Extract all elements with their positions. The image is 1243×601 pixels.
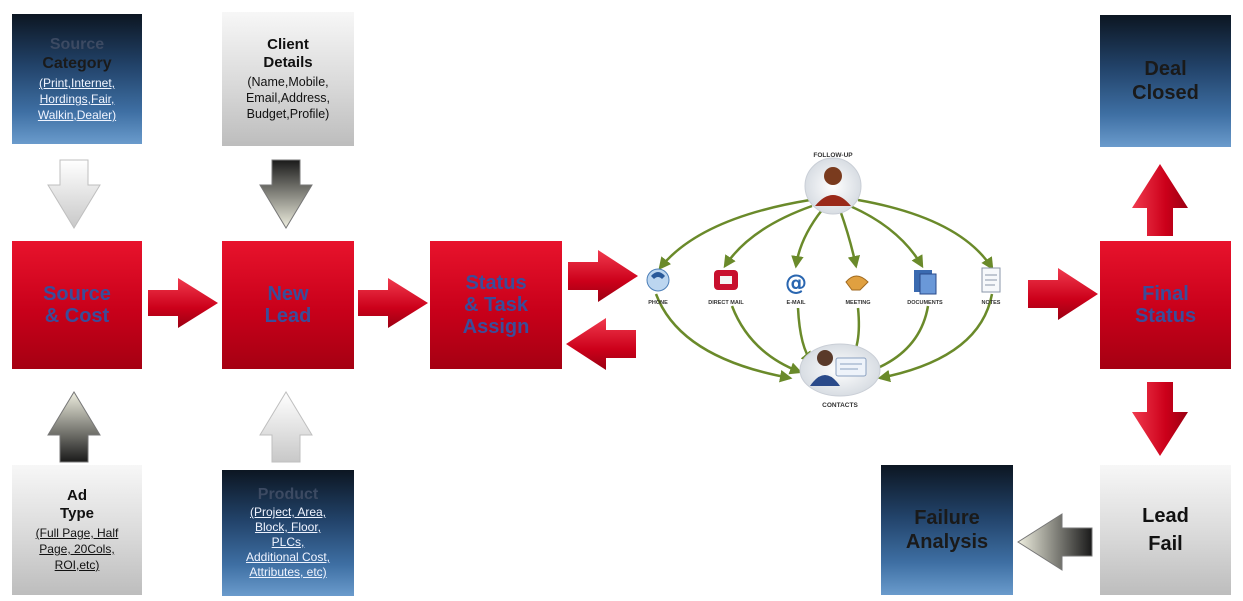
source-category-box: Source Category (Print,Internet, Hording… — [12, 14, 142, 144]
client-details-detail-3: Budget,Profile) — [246, 107, 330, 121]
svg-text:@: @ — [785, 271, 807, 296]
client-details-box: Client Details (Name,Mobile, Email,Addre… — [222, 12, 354, 146]
followup-network: @ — [646, 157, 1001, 397]
deal-closed-box: Deal Closed — [1100, 15, 1231, 147]
source-category-detail-2: Hordings,Fair, — [39, 92, 115, 106]
source-cost-line-1: Source — [43, 283, 111, 305]
final-status-line-2: Status — [1134, 305, 1197, 327]
lead-fail-line-1: Lead — [1142, 505, 1189, 527]
product-box: Product (Project, Area, Block, Floor, PL… — [222, 470, 354, 596]
client-details-detail-2: Email,Address, — [245, 91, 331, 105]
source-category-detail-3: Walkin,Dealer) — [37, 108, 117, 122]
source-category-title-1: Source — [49, 36, 105, 53]
arrow-down-red-fail — [1132, 382, 1188, 456]
source-category-detail-1: (Print,Internet, — [38, 76, 116, 90]
ad-type-title-1: Ad — [67, 487, 87, 504]
product-detail-4: Additional Cost, — [245, 550, 331, 564]
new-lead-line-2: Lead — [264, 305, 312, 327]
ad-type-detail-2: Page, 20Cols, — [39, 542, 115, 556]
channel-label-direct-mail: DIRECT MAIL — [708, 300, 744, 306]
phone-icon — [646, 268, 670, 292]
source-category-title-2: Category — [42, 55, 112, 72]
followup-graphic: @ FOLLOW-UP CONTACTS PHONE DIRECT MAIL E… — [640, 148, 1022, 412]
lead-fail-box: Lead Fail — [1100, 465, 1231, 595]
arrow-up-dark-adtype — [47, 391, 101, 463]
channel-label-notes: NOTES — [981, 300, 1001, 306]
followup-bottom-label: CONTACTS — [822, 402, 858, 409]
product-detail-2: Block, Floor, — [254, 520, 322, 534]
arrow-down-gray-source — [47, 159, 101, 229]
deal-closed-line-2: Closed — [1132, 82, 1199, 104]
new-lead-box: New Lead — [222, 241, 354, 369]
arrow-up-gray-product — [259, 391, 313, 463]
final-status-line-1: Final — [1142, 283, 1189, 305]
arrow-left-red-4 — [566, 318, 636, 370]
source-cost-line-2: & Cost — [44, 305, 110, 327]
final-status-box: Final Status — [1100, 241, 1231, 369]
arrow-down-dark-client — [259, 159, 313, 229]
followup-top-label: FOLLOW-UP — [813, 152, 853, 159]
channel-label-email: E-MAIL — [786, 300, 806, 306]
arrow-right-red-2 — [358, 278, 428, 328]
direct-mail-icon — [714, 270, 738, 290]
lead-fail-line-2: Fail — [1148, 533, 1183, 555]
meeting-icon — [845, 275, 869, 291]
client-details-title-2: Details — [263, 54, 313, 71]
source-cost-box: Source & Cost — [12, 241, 142, 369]
arrow-right-red-3 — [568, 250, 638, 302]
failure-analysis-line-2: Analysis — [905, 531, 989, 553]
channel-label-meeting: MEETING — [845, 300, 871, 306]
arrow-right-red-5 — [1028, 268, 1098, 320]
product-title: Product — [257, 486, 319, 503]
status-task-line-1: Status — [465, 272, 527, 294]
email-icon: @ — [785, 271, 807, 296]
deal-closed-line-1: Deal — [1144, 58, 1187, 80]
ad-type-title-2: Type — [60, 505, 94, 522]
ad-type-detail-3: ROI,etc) — [54, 558, 100, 572]
arrow-up-red-deal — [1132, 164, 1188, 236]
channel-label-phone: PHONE — [648, 300, 668, 306]
product-detail-3: PLCs, — [271, 535, 305, 549]
failure-analysis-line-1: Failure — [914, 507, 980, 529]
client-details-detail-1: (Name,Mobile, — [247, 75, 329, 89]
arrow-left-dark-failure — [1017, 513, 1093, 571]
channel-label-documents: DOCUMENTS — [907, 300, 943, 306]
documents-icon — [914, 270, 937, 295]
client-details-title-1: Client — [267, 36, 309, 53]
status-task-line-2: & Task — [463, 294, 529, 316]
arrow-right-red-1 — [148, 278, 218, 328]
notes-icon — [981, 267, 1001, 293]
product-detail-5: Attributes, etc) — [249, 565, 327, 579]
status-task-box: Status & Task Assign — [430, 241, 562, 369]
failure-analysis-box: Failure Analysis — [881, 465, 1013, 595]
product-detail-1: (Project, Area, — [249, 505, 327, 519]
status-task-line-3: Assign — [462, 316, 530, 338]
followup-person-icon — [804, 157, 862, 215]
new-lead-line-1: New — [267, 283, 309, 305]
ad-type-detail-1: (Full Page, Half — [35, 526, 119, 540]
ad-type-box: Ad Type (Full Page, Half Page, 20Cols, R… — [12, 465, 142, 595]
